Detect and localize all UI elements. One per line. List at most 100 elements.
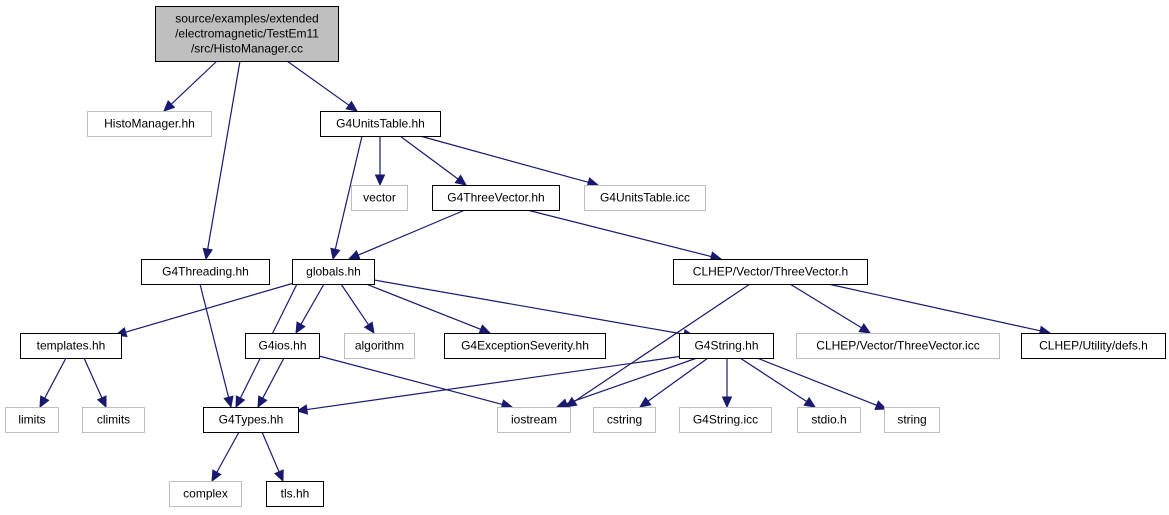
edge-root-to-g4threading_hh <box>202 60 241 261</box>
node-label: HistoManager.hh <box>104 117 195 131</box>
node-label: G4Threading.hh <box>162 265 249 279</box>
node-limits: limits <box>5 407 59 433</box>
node-box <box>87 111 212 137</box>
node-g4types-hh[interactable]: G4Types.hh <box>203 407 299 433</box>
edge-arrowhead <box>363 321 375 335</box>
edge-arrowhead <box>721 396 733 409</box>
node-templates-hh[interactable]: templates.hh <box>20 333 122 359</box>
node-box <box>20 333 122 359</box>
node-label: CLHEP/Vector/ThreeVector.icc <box>816 339 979 353</box>
node-box <box>203 407 299 433</box>
node-box <box>5 407 59 433</box>
edge-line <box>373 279 685 335</box>
edge-arrowhead <box>858 323 872 334</box>
node-g4exceptionseverity-hh[interactable]: G4ExceptionSeverity.hh <box>444 333 606 359</box>
node-label: source/examples/extended <box>175 12 318 26</box>
node-box <box>155 6 339 62</box>
node-box <box>593 407 656 433</box>
node-clhep-threevector-h[interactable]: CLHEP/Vector/ThreeVector.h <box>673 259 868 285</box>
node-box <box>1021 333 1166 359</box>
node-box <box>673 259 868 285</box>
node-label: string <box>897 413 926 427</box>
edge-line <box>647 357 709 402</box>
edge-globals_hh-to-g4exceptionseverity_hh <box>365 283 492 335</box>
edge-arrowhead <box>478 324 492 335</box>
node-box <box>432 185 560 211</box>
node-label: G4ThreeVector.hh <box>447 191 544 205</box>
node-complex: complex <box>169 481 242 507</box>
node-clhep-threevector-icc: CLHEP/Vector/ThreeVector.icc <box>796 333 1000 359</box>
edge-g4string_hh-to-string <box>756 357 888 411</box>
node-box <box>497 407 571 433</box>
edge-root-to-histomanager_hh <box>163 60 218 112</box>
node-root: source/examples/extended/electromagnetic… <box>155 6 339 62</box>
edge-arrowhead <box>257 395 268 409</box>
edge-g4unitstable_hh-to-globals_hh <box>330 135 363 261</box>
edge-globals_hh-to-g4ios_hh <box>295 283 325 335</box>
node-box <box>141 259 270 285</box>
edge-arrowhead <box>874 400 888 411</box>
node-box <box>679 407 772 433</box>
edge-line <box>334 135 363 250</box>
edge-line <box>207 60 241 250</box>
node-g4threading-hh[interactable]: G4Threading.hh <box>141 259 270 285</box>
edge-line <box>573 283 751 402</box>
edge-arrowhead <box>202 247 213 261</box>
node-box <box>245 333 320 359</box>
node-label: G4String.icc <box>693 413 758 427</box>
edge-line <box>739 357 807 403</box>
edge-line <box>44 357 67 399</box>
node-globals-hh[interactable]: globals.hh <box>292 259 375 285</box>
edge-g4ios_hh-to-iostream <box>318 355 514 410</box>
node-label: G4String.hh <box>694 339 758 353</box>
edges-layer <box>39 60 1052 483</box>
edge-arrowhead <box>223 395 234 409</box>
edge-line <box>789 283 862 329</box>
edge-arrowhead <box>163 99 176 112</box>
node-cstring: cstring <box>593 407 656 433</box>
edge-templates_hh-to-climits <box>83 357 107 409</box>
edge-line <box>300 283 325 325</box>
edge-arrowhead <box>347 250 361 260</box>
edge-line <box>83 357 103 399</box>
node-label: climits <box>97 413 130 427</box>
node-box <box>292 259 375 285</box>
edge-arrowhead <box>295 404 309 415</box>
edge-globals_hh-to-g4string_hh <box>373 279 696 340</box>
node-label: stdio.h <box>811 413 846 427</box>
node-histomanager-hh: HistoManager.hh <box>87 111 212 137</box>
edge-arrowhead <box>454 174 467 186</box>
node-g4string-icc: G4String.icc <box>679 407 772 433</box>
node-label: limits <box>18 413 45 427</box>
node-label: G4UnitsTable.icc <box>600 191 690 205</box>
node-label: G4Types.hh <box>219 413 284 427</box>
node-label: cstring <box>607 413 642 427</box>
node-box <box>266 481 324 507</box>
node-label: G4UnitsTable.hh <box>336 117 425 131</box>
node-g4unitstable-hh[interactable]: G4UnitsTable.hh <box>320 111 441 137</box>
edge-arrowhead <box>274 469 284 483</box>
edge-line <box>340 283 369 326</box>
edge-line <box>365 283 481 330</box>
edge-line <box>357 209 466 256</box>
edge-g4unitstable_hh-to-vector <box>374 136 386 187</box>
edge-g4unitstable_hh-to-g4unitstable_icc <box>419 135 600 188</box>
edge-line <box>526 209 712 258</box>
node-clhep-utility-defs-h[interactable]: CLHEP/Utility/defs.h <box>1021 333 1166 359</box>
edge-g4threevector_hh-to-clhep_threevector_h <box>526 209 723 262</box>
node-label: G4ExceptionSeverity.hh <box>461 339 589 353</box>
edge-g4string_hh-to-cstring <box>639 357 709 408</box>
edge-arrowhead <box>555 398 569 409</box>
edge-line <box>756 357 877 406</box>
node-g4ios-hh[interactable]: G4ios.hh <box>245 333 320 359</box>
node-box <box>344 333 415 359</box>
edge-g4string_hh-to-stdio_h <box>739 357 817 408</box>
node-label: algorithm <box>355 339 404 353</box>
node-g4string-hh[interactable]: G4String.hh <box>679 333 774 359</box>
node-g4threevector-hh[interactable]: G4ThreeVector.hh <box>432 185 560 211</box>
edge-arrowhead <box>235 395 246 409</box>
edge-line <box>566 357 698 405</box>
edge-globals_hh-to-algorithm <box>340 283 375 335</box>
node-tls-hh[interactable]: tls.hh <box>266 481 324 507</box>
